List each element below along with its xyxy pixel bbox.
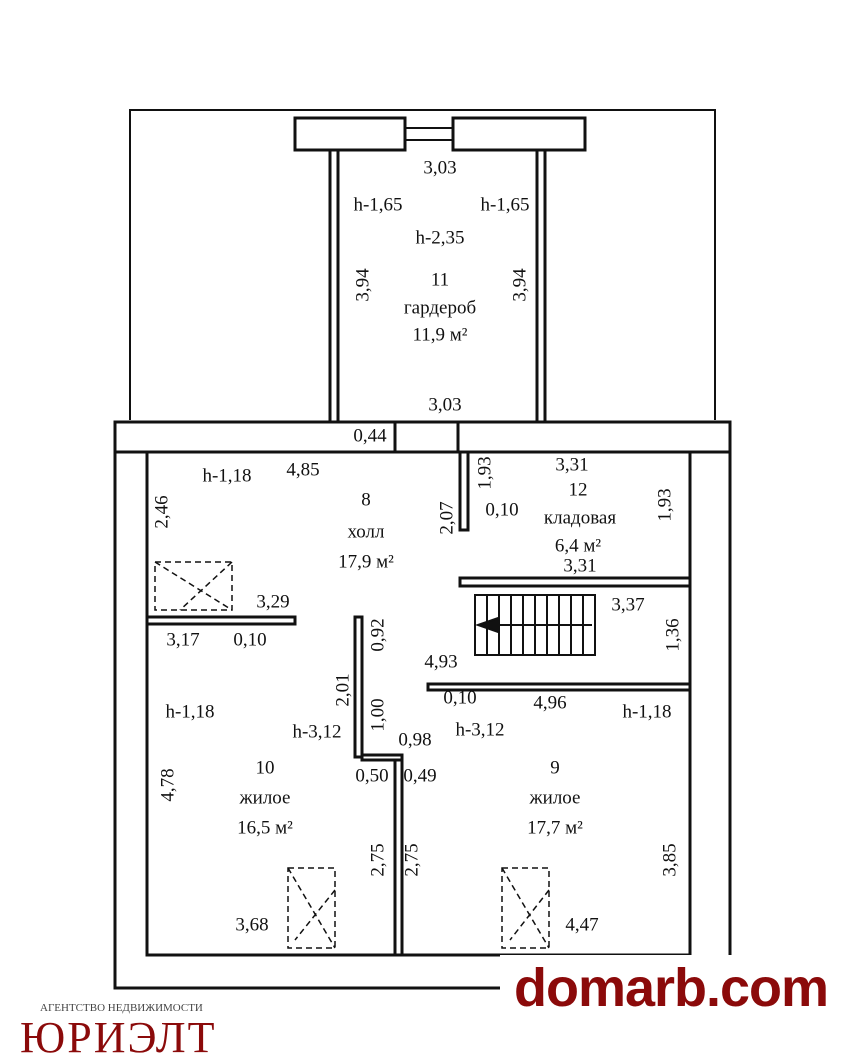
room-name: холл [347,521,385,543]
label: 2,46 [151,495,173,529]
label: 3,03 [428,394,462,416]
label: h-1,18 [202,465,252,487]
label: 3,68 [235,914,269,936]
label: 1,00 [367,698,389,732]
label: 2,75 [401,843,423,877]
label: 2,01 [332,673,354,707]
label: 2,07 [436,501,458,535]
label: 3,94 [509,268,531,302]
label: 0,98 [398,729,432,751]
watermark: domarb.com [500,955,852,1035]
label: 0,10 [443,687,477,709]
label: 3,94 [352,268,374,302]
label: 4,93 [424,651,458,673]
room-number: 10 [255,757,275,779]
label: 0,10 [485,499,519,521]
label: 0,44 [353,425,387,447]
label: 4,85 [286,459,320,481]
watermark-text: domarb.com [514,958,829,1018]
agency-logo: ЮРИЭЛТ [20,1013,217,1062]
walls [113,116,732,990]
room-number: 9 [550,757,560,779]
label: 3,31 [555,454,589,476]
label: h-3,12 [292,721,342,743]
label: 3,29 [256,591,290,613]
label: 0,49 [403,765,437,787]
label: 3,31 [563,555,597,577]
label: 3,85 [659,843,681,877]
agency-subtitle: АГЕНТСТВО НЕДВИЖИМОСТИ [40,1002,203,1014]
label: 0,10 [233,629,267,651]
label: 1,93 [474,456,496,490]
label: 2,75 [367,843,389,877]
label: h-1,65 [353,194,403,216]
room-number: 11 [430,269,450,291]
skylight-windows [154,561,550,949]
room-name: жилое [239,787,291,809]
label: 0,50 [355,765,389,787]
room-name: гардероб [403,297,477,319]
label: 4,96 [533,692,567,714]
label: h-1,65 [480,194,530,216]
label: 4,78 [157,768,179,802]
room-name: жилое [529,787,581,809]
room-number: 8 [361,489,371,511]
room-area: 11,9 м² [412,324,468,346]
label: 3,17 [166,629,200,651]
label: 3,37 [611,594,645,616]
room-name: кладовая [543,507,617,529]
room-area: 17,9 м² [338,551,394,573]
label: h-2,35 [415,227,465,249]
room-number: 12 [568,479,588,501]
room-area: 16,5 м² [237,817,293,839]
staircase [474,594,596,656]
wardrobe-outline [129,109,716,420]
room-area: 6,4 м² [554,535,602,557]
label: 1,36 [662,618,684,652]
room-area: 17,7 м² [527,817,583,839]
label: 1,93 [654,488,676,522]
door-gap [405,127,453,141]
label: 4,47 [565,914,599,936]
label: h-3,12 [455,719,505,741]
label: 0,92 [367,618,389,652]
label: h-1,18 [622,701,672,723]
label: h-1,18 [165,701,215,723]
label: 3,03 [423,157,457,179]
floor-plan-drawing [113,109,732,990]
